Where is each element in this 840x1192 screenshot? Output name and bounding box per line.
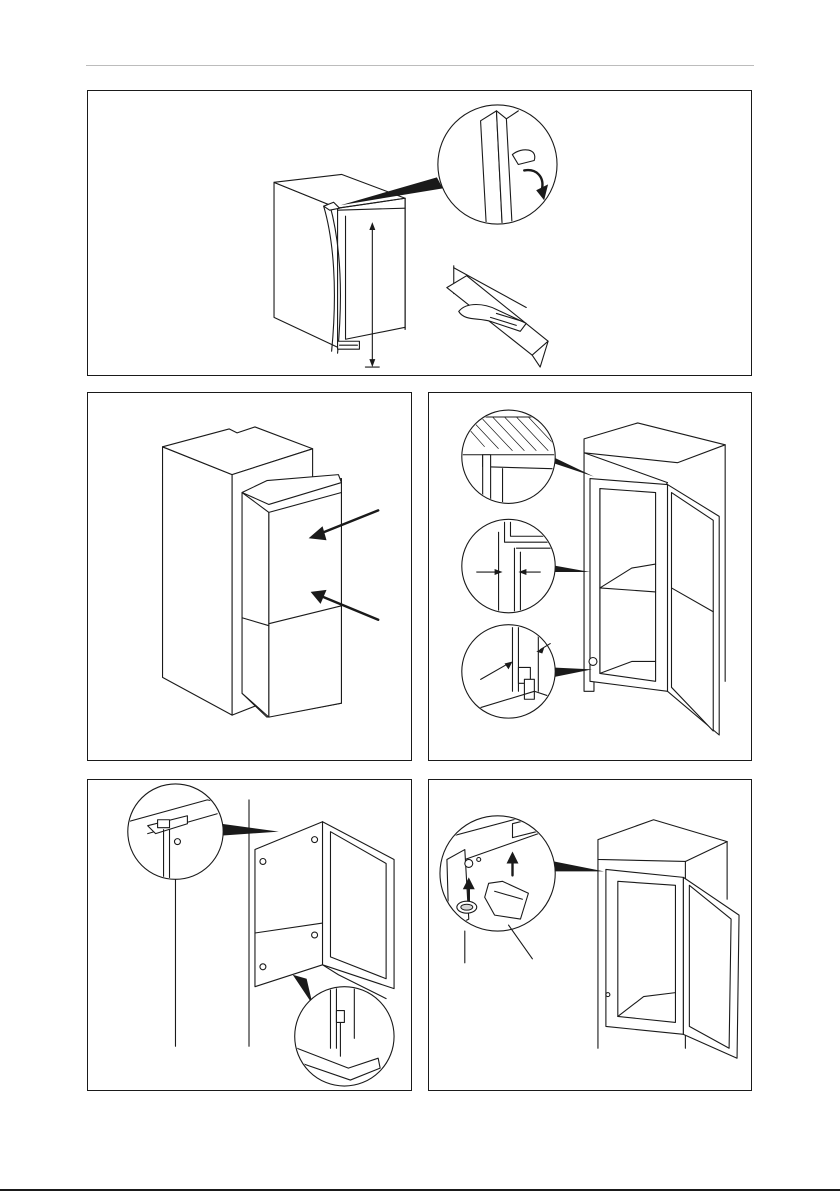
figure-4-illustration — [88, 780, 411, 1090]
door-icon — [606, 869, 739, 1058]
figure-5-panel — [428, 779, 752, 1091]
figure-1-illustration — [88, 91, 751, 375]
measure-arrow-icon — [365, 222, 379, 367]
figure-2-illustration — [88, 393, 411, 760]
door-icon — [255, 822, 394, 999]
figure-1-panel — [87, 90, 752, 376]
appliance-icon — [242, 475, 341, 717]
header-rule — [86, 65, 754, 66]
magnifier-icon — [462, 519, 558, 613]
magnifier-icon — [439, 816, 568, 931]
figure-2-panel — [87, 392, 412, 761]
footer-rule — [0, 1189, 840, 1191]
figure-3-illustration — [429, 393, 751, 760]
magnifier-icon — [128, 784, 227, 899]
figure-4-panel — [87, 779, 412, 1091]
figure-5-illustration — [429, 780, 751, 1090]
magnifier-icon — [462, 625, 558, 718]
magnifier-icon — [287, 987, 394, 1086]
cap-icon — [457, 901, 477, 913]
door-icon — [590, 479, 719, 735]
magnifier-icon — [459, 410, 560, 504]
seal-strip-icon — [447, 266, 548, 367]
magnifier-icon — [438, 105, 557, 230]
figure-3-panel — [428, 392, 752, 761]
